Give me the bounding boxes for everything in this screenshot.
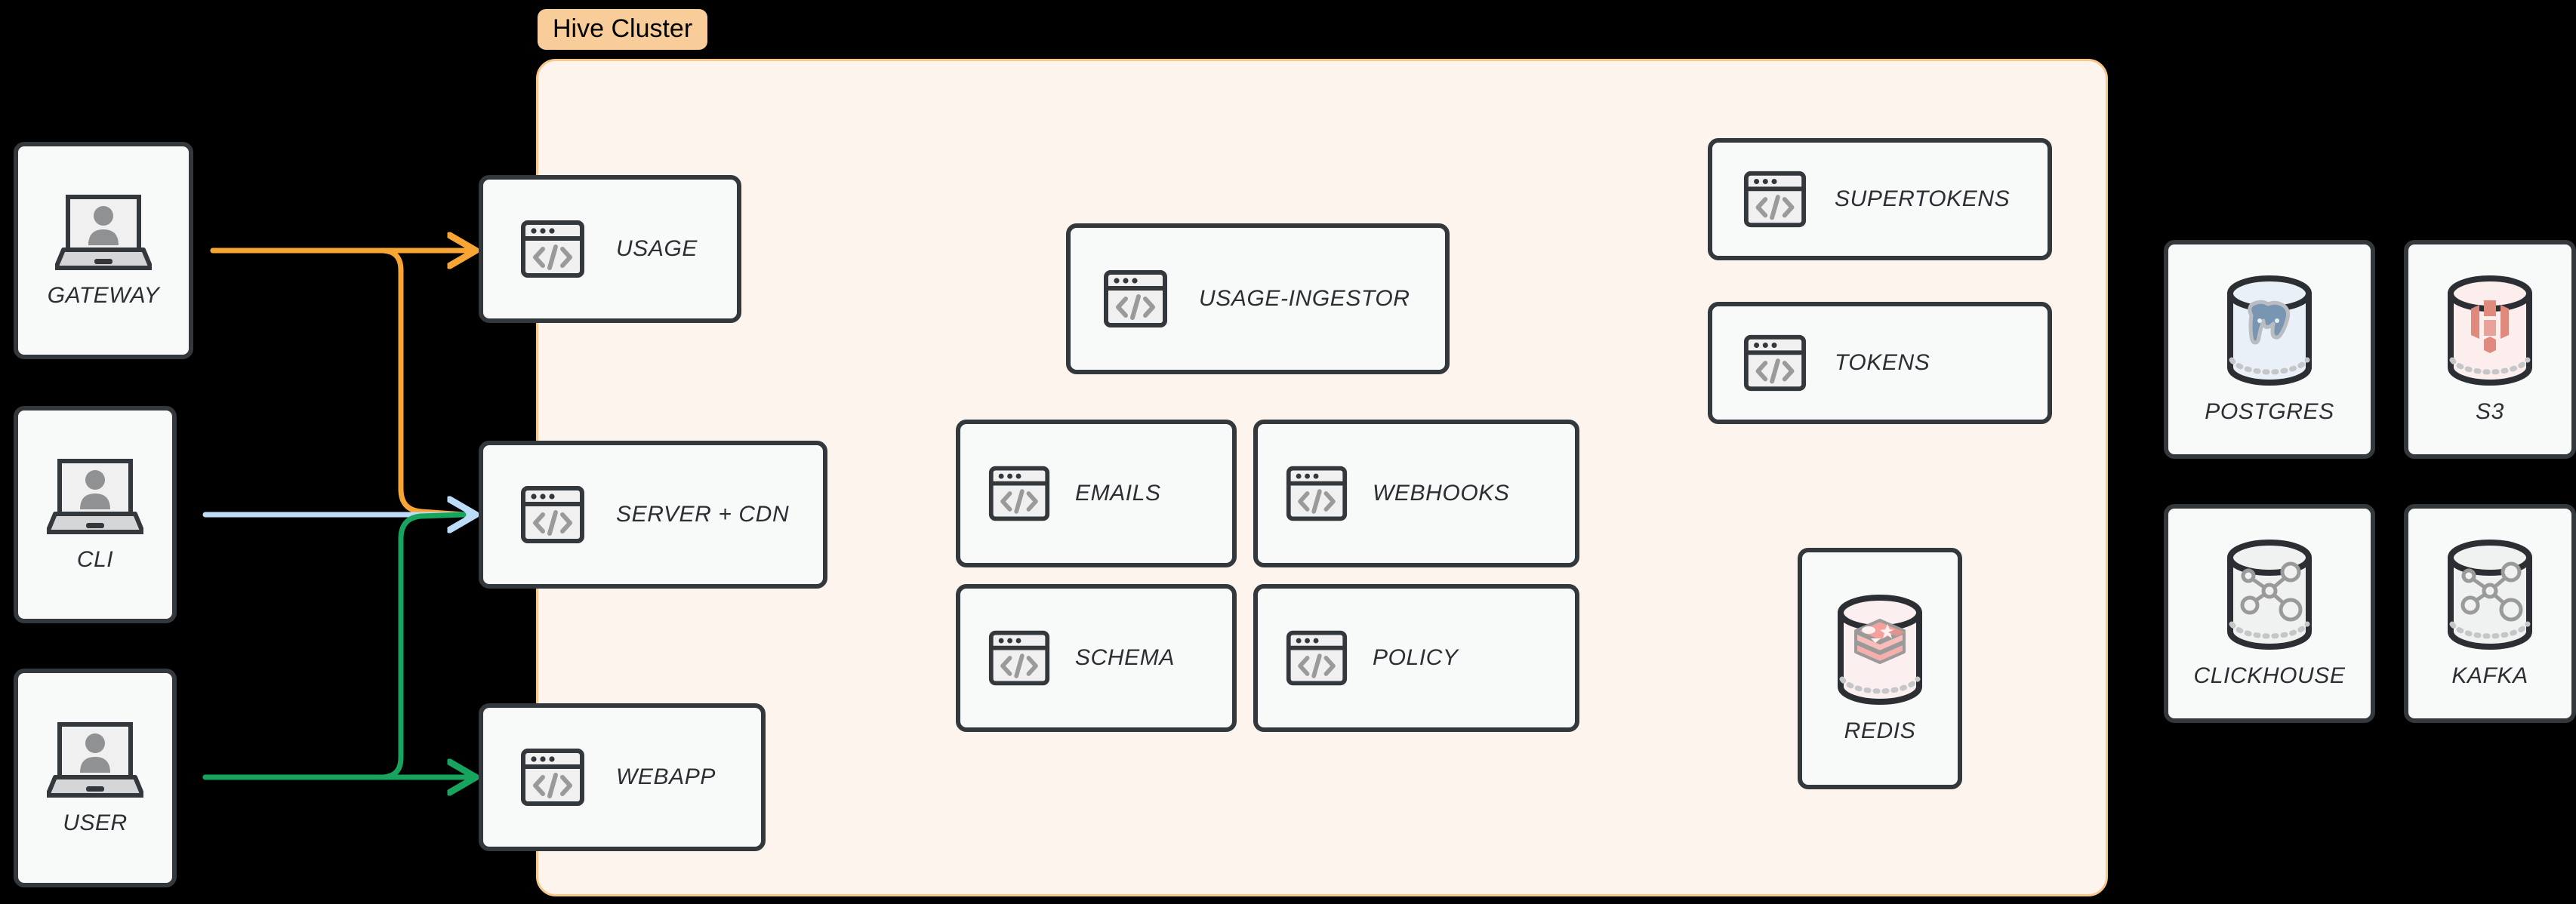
code-window-icon <box>519 481 586 548</box>
datastore-node-kafka[interactable]: KAFKA <box>2404 504 2576 723</box>
datastore-node-redis[interactable]: REDIS <box>1798 548 1962 789</box>
client-node-gateway[interactable]: GATEWAY <box>14 142 193 359</box>
service-node-schema[interactable]: SCHEMA <box>956 584 1237 732</box>
client-label: USER <box>63 810 128 835</box>
client-label: GATEWAY <box>47 283 160 308</box>
connector-user <box>202 512 470 777</box>
client-node-cli[interactable]: CLI <box>14 406 177 623</box>
service-label: WEBHOOKS <box>1373 481 1510 506</box>
code-window-icon <box>1742 331 1807 395</box>
datastore-label: S3 <box>2476 399 2504 424</box>
service-node-emails[interactable]: EMAILS <box>956 420 1237 567</box>
service-label: WEBAPP <box>616 764 716 789</box>
code-window-icon <box>519 216 586 282</box>
service-label: SUPERTOKENS <box>1835 186 2011 211</box>
connector-gateway <box>210 251 470 518</box>
datastore-node-s3[interactable]: S3 <box>2404 240 2576 459</box>
hive-cluster-badge: Hive Cluster <box>538 9 708 50</box>
service-label: POLICY <box>1373 645 1459 670</box>
service-label: USAGE <box>616 236 698 261</box>
service-node-supertokens[interactable]: SUPERTOKENS <box>1708 138 2052 260</box>
datastore-label: POSTGRES <box>2205 399 2334 424</box>
laptop-user-icon <box>47 720 143 801</box>
datastore-label: KAFKA <box>2451 663 2528 688</box>
service-node-server-cdn[interactable]: SERVER + CDN <box>479 441 827 589</box>
service-node-usage[interactable]: USAGE <box>479 175 741 323</box>
postgres-database-icon <box>2217 274 2322 387</box>
service-node-usage-ingestor[interactable]: USAGE-INGESTOR <box>1066 223 1450 374</box>
redis-database-icon <box>1827 593 1933 706</box>
client-label: CLI <box>76 547 114 572</box>
datastore-node-clickhouse[interactable]: CLICKHOUSE <box>2164 504 2375 723</box>
service-node-webapp[interactable]: WEBAPP <box>479 703 766 851</box>
service-node-webhooks[interactable]: WEBHOOKS <box>1253 420 1579 567</box>
datastore-node-postgres[interactable]: POSTGRES <box>2164 240 2375 459</box>
s3-database-icon <box>2437 274 2543 387</box>
service-label: SERVER + CDN <box>616 502 790 527</box>
code-window-icon <box>988 626 1051 690</box>
code-window-icon <box>1742 167 1807 232</box>
generic-database-icon <box>2217 538 2322 651</box>
service-label: SCHEMA <box>1075 645 1175 670</box>
service-node-tokens[interactable]: TOKENS <box>1708 302 2052 424</box>
datastore-label: REDIS <box>1844 718 1916 743</box>
code-window-icon <box>1102 266 1169 332</box>
service-label: TOKENS <box>1835 350 1930 375</box>
code-window-icon <box>988 462 1051 525</box>
code-window-icon <box>1285 626 1348 690</box>
laptop-user-icon <box>55 192 152 274</box>
code-window-icon <box>519 744 586 810</box>
code-window-icon <box>1285 462 1348 525</box>
service-label: EMAILS <box>1075 481 1161 506</box>
client-node-user[interactable]: USER <box>14 669 177 887</box>
service-node-policy[interactable]: POLICY <box>1253 584 1579 732</box>
laptop-user-icon <box>47 457 143 538</box>
datastore-label: CLICKHOUSE <box>2193 663 2346 688</box>
generic-database-icon <box>2437 538 2543 651</box>
service-label: USAGE-INGESTOR <box>1199 286 1410 311</box>
